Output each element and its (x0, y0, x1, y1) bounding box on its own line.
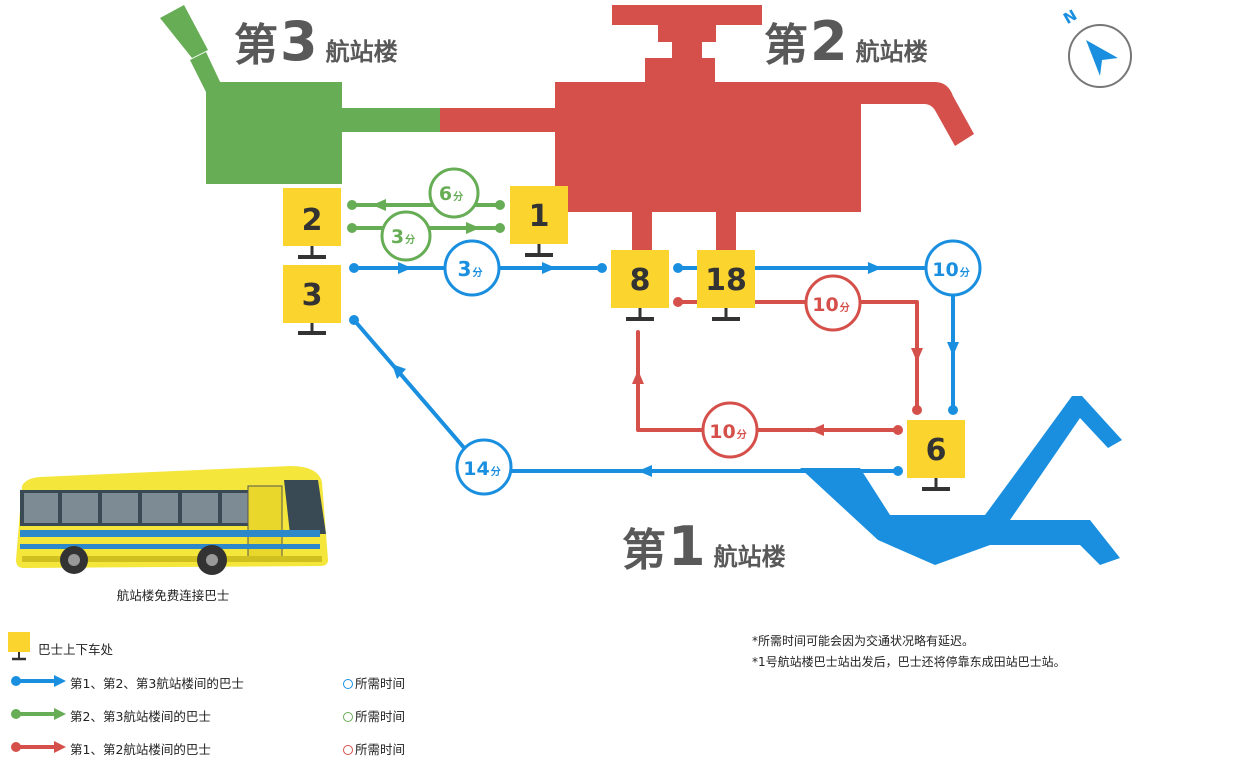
legend-red-label: 第1、第2航站楼间的巴士 (70, 742, 211, 757)
time-circle-blue-3: 3分 (443, 239, 501, 297)
svg-text:6: 6 (926, 433, 947, 468)
bus-stop-1: 1 (510, 186, 568, 257)
svg-text:10分: 10分 (812, 294, 849, 316)
svg-text:6分: 6分 (439, 183, 463, 205)
svg-text:14分: 14分 (463, 458, 500, 480)
svg-text:3: 3 (302, 278, 323, 313)
blue-line-icon (11, 675, 66, 687)
svg-text:2: 2 (302, 203, 323, 238)
svg-text:10分: 10分 (709, 421, 746, 443)
t3-label-post: 航站楼 (326, 38, 398, 66)
t1-label-post: 航站楼 (714, 543, 786, 571)
bus-stop-2: 2 (283, 188, 341, 259)
time-circle-green-6: 6分 (428, 167, 480, 219)
terminal-3-building (160, 5, 444, 184)
legend-time-green: 所需时间 (343, 706, 405, 725)
legend-stop-label: 巴士上下车处 (38, 642, 114, 657)
bus-illustration (16, 466, 328, 575)
bus-caption: 航站楼免费连接巴士 (116, 588, 230, 603)
time-circle-blue-14: 14分 (455, 438, 513, 496)
legend-time-red-label: 所需时间 (355, 742, 406, 757)
svg-text:8: 8 (630, 263, 651, 298)
svg-text:10分: 10分 (932, 259, 969, 281)
time-circle-blue-10: 10分 (924, 239, 982, 297)
red-ring-icon (343, 745, 353, 755)
north-arrow-icon (1086, 40, 1118, 76)
green-line-icon (11, 708, 66, 720)
time-circle-red-10-bottom: 10分 (701, 401, 759, 459)
svg-text:第2航站楼: 第2 航站楼 (764, 10, 928, 73)
bus-stop-8: 8 (611, 250, 669, 321)
time-circle-green-3: 3分 (380, 210, 432, 262)
t2-label-post: 航站楼 (856, 38, 928, 66)
svg-text:第3航站楼: 第3 航站楼 (234, 10, 398, 73)
direction-arrows (372, 199, 959, 477)
t1-label-pre: 第 (622, 525, 666, 576)
t2-label-pre: 第 (764, 20, 808, 71)
svg-text:18: 18 (705, 263, 747, 298)
terminal-2-building (440, 5, 974, 252)
legend-time-red: 所需时间 (343, 739, 405, 758)
legend-green-label: 第2、第3航站楼间的巴士 (70, 709, 211, 724)
bus-stop-6: 6 (907, 420, 965, 491)
route-dots (347, 200, 958, 476)
red-route-t1-t2 (636, 330, 900, 432)
t2-label-num: 2 (810, 10, 848, 73)
legend-time-blue: 所需时间 (343, 673, 405, 692)
bus-stop-3: 3 (283, 265, 341, 335)
bus-stop-18: 18 (697, 250, 755, 321)
time-circle-red-10-top: 10分 (804, 274, 862, 332)
legend-time-green-label: 所需时间 (355, 709, 406, 724)
svg-text:3分: 3分 (391, 226, 415, 248)
green-ring-icon (343, 712, 353, 722)
red-line-icon (11, 741, 66, 753)
t1-label-num: 1 (668, 515, 706, 578)
stop-icon (8, 632, 30, 661)
svg-text:3分: 3分 (458, 257, 483, 281)
legend-blue-label: 第1、第2、第3航站楼间的巴士 (70, 676, 244, 691)
terminal-1-building (800, 396, 1122, 565)
compass-n-label: N (1060, 6, 1080, 28)
svg-text:1: 1 (529, 199, 550, 234)
t3-label-pre: 第 (234, 20, 278, 71)
compass: N (1060, 6, 1132, 88)
t3-label-num: 3 (280, 10, 318, 73)
red-route-t2-t1 (676, 300, 919, 412)
blue-ring-icon (343, 679, 353, 689)
note-higashi-narita: *1号航站楼巴士站出发后，巴士还将停靠东成田站巴士站。 (752, 655, 1066, 669)
blue-route-t1-t3 (352, 318, 900, 473)
note-delay: *所需时间可能会因为交通状况略有延迟。 (752, 634, 975, 648)
legend-time-blue-label: 所需时间 (355, 676, 406, 691)
